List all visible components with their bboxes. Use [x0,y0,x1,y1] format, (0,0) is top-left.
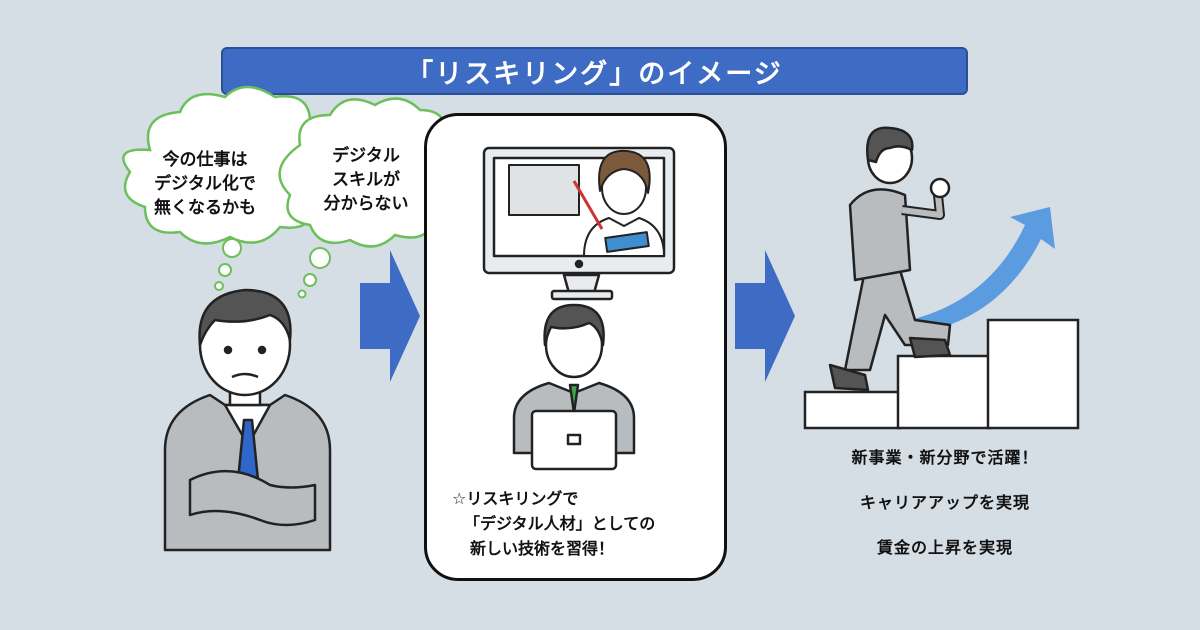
success-illustration [803,126,1080,430]
laptop-student-icon [512,303,636,471]
worry-text-no-skills: デジタル スキルが 分からない [323,146,409,214]
reskilling-line-2: 「デジタル人材」としての [464,514,656,533]
reskilling-line-1: ☆リスキリングで [452,489,579,508]
stairs-icon [803,318,1080,430]
right-arrow-icon [360,250,420,382]
thought-bubble-icon [278,97,460,299]
worry-text-job-loss: 今の仕事は デジタル化で 無くなるかも [154,150,256,218]
growth-arrow-icon [910,207,1055,334]
page-title: 「リスキリング」のイメージ [221,47,968,95]
result-wage-rise: 賃金の上昇を実現 [876,538,1013,557]
thought-bubble-icon [122,85,335,291]
reskilling-description: ☆リスキリングで 「デジタル人材」としての 新しい技術を習得！ [452,486,722,561]
climbing-businessman-icon [828,126,952,392]
panel-illustrations [482,146,676,471]
worried-businessman-icon [163,288,332,552]
result-new-business: 新事業・新分野で活躍！ [851,448,1039,467]
teacher-icon [572,149,665,257]
right-arrow-icon [735,250,795,382]
result-career-up: キャリアアップを実現 [859,493,1030,512]
reskilling-line-3: 新しい技術を習得！ [470,539,615,558]
